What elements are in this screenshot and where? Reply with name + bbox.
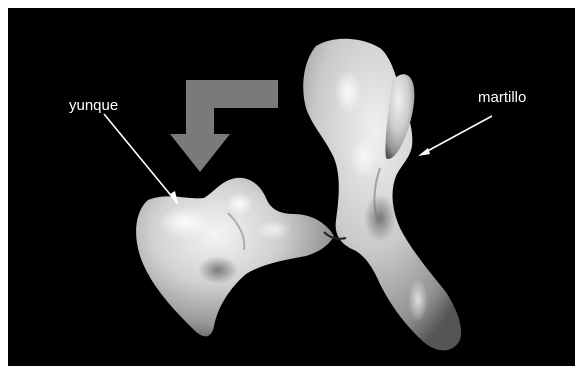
yunque-label: yunque [69, 98, 118, 113]
rendering-viewport: yunque martillo [8, 8, 575, 366]
malleus-bone [303, 39, 461, 351]
martillo-pointer-arrowhead [418, 148, 430, 156]
yunque-pointer-line [104, 114, 178, 204]
martillo-label: martillo [478, 90, 526, 105]
martillo-pointer-line [422, 116, 492, 154]
bent-arrow-down-left-icon [170, 80, 278, 172]
ossicles-3d-render [8, 8, 575, 366]
incus-bone [136, 178, 334, 337]
